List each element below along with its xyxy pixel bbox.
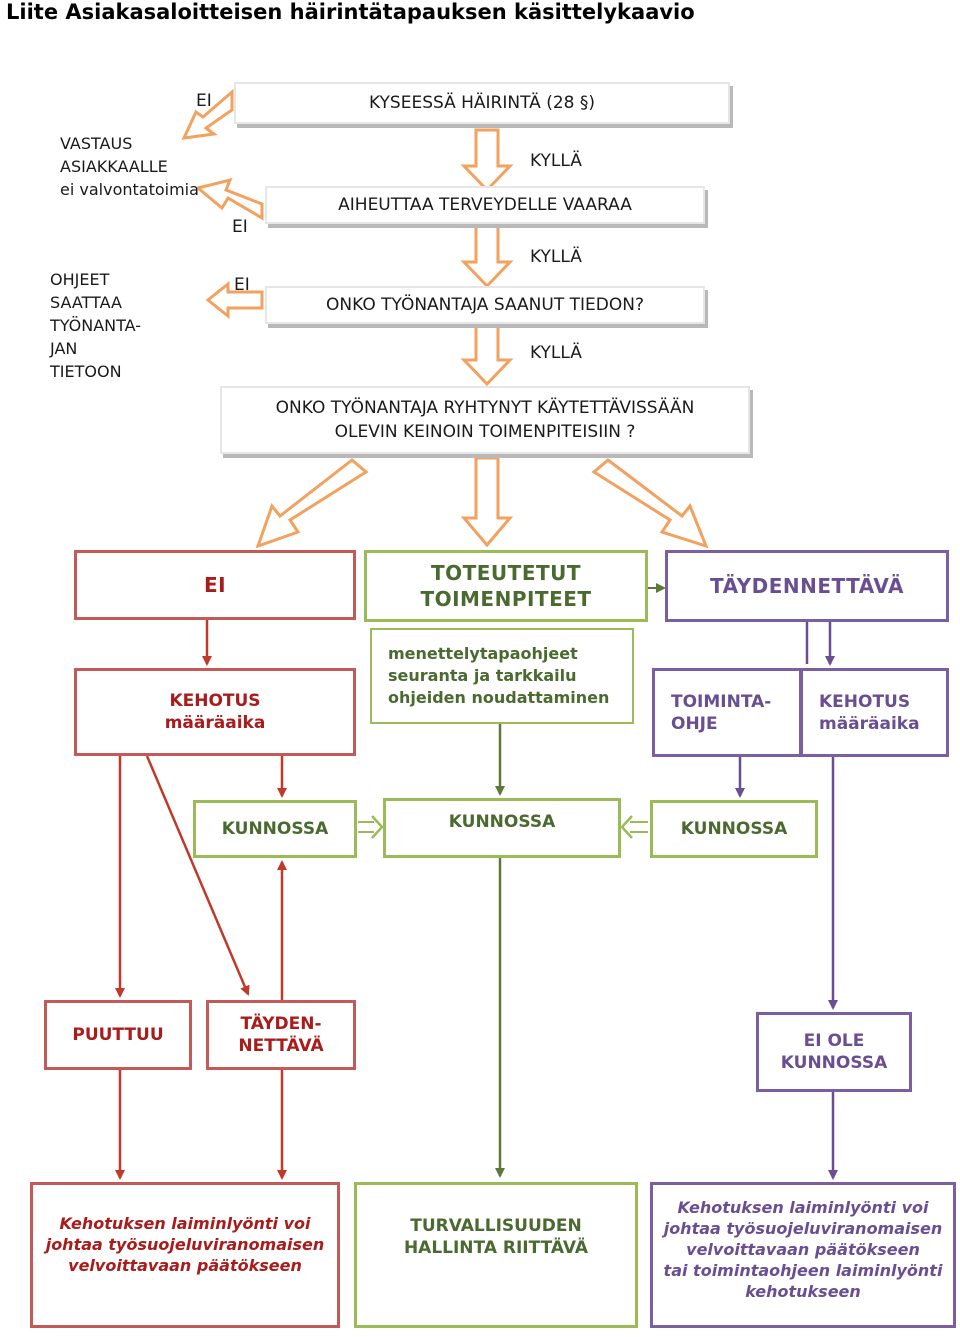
notice-red-line1: KEHOTUS [169, 691, 261, 711]
supplement-red-line2: NETTÄVÄ [238, 1036, 324, 1056]
question-employer-informed: ONKO TYÖNANTAJA SAANUT TIEDON? [265, 286, 705, 324]
outcome-left: Kehotuksen laiminlyönti voi johtaa työsu… [30, 1182, 340, 1328]
arrow-no-2 [194, 177, 264, 221]
label-no-3: EI [234, 275, 250, 295]
ok-box-mid: KUNNOSSA [383, 798, 621, 858]
arrow-yes-3 [460, 323, 514, 387]
question-employer-action-line1: ONKO TYÖNANTAJA RYHTYNYT KÄYTETTÄVISSÄÄN [275, 398, 695, 418]
not-ok-line2: KUNNOSSA [780, 1053, 888, 1073]
not-ok-box: EI OLE KUNNOSSA [756, 1012, 912, 1092]
branch-no: EI [74, 550, 356, 620]
outcome-mid-line1: TURVALLISUUDEN [410, 1216, 582, 1236]
ok-left-label: KUNNOSSA [221, 819, 329, 839]
supplement-red-box: TÄYDEN- NETTÄVÄ [206, 1000, 356, 1070]
label-no-1: EI [196, 91, 212, 111]
double-arrow-right [620, 815, 648, 839]
outcome-mid: TURVALLISUUDEN HALLINTA RIITTÄVÄ [354, 1182, 638, 1328]
outcome-mid-line2: HALLINTA RIITTÄVÄ [403, 1238, 589, 1258]
branch-implemented-line1: TOTEUTETUT [430, 561, 582, 585]
note-reply-line1: VASTAUS [60, 134, 133, 153]
branch-implemented: TOTEUTETUT TOIMENPITEET [364, 550, 648, 622]
branch-implemented-line2: TOIMENPITEET [420, 587, 592, 611]
arrow-branch-left [255, 458, 369, 549]
missing-box: PUUTTUU [44, 1000, 192, 1070]
outcome-right-line2: johtaa työsuojeluviranomaisen [663, 1219, 943, 1238]
note-instructions: OHJEET SAATTAA TYÖNANTA- JAN TIETOON [50, 268, 141, 383]
double-arrow-left [358, 815, 384, 839]
page-title: Liite Asiakasaloitteisen häirintätapauks… [6, 0, 695, 24]
not-ok-line1: EI OLE [803, 1031, 865, 1051]
label-yes-1: KYLLÄ [530, 151, 582, 171]
notice-deadline-red: KEHOTUS määräaika [74, 668, 356, 756]
notice-purple-line2: määräaika [819, 713, 920, 734]
question-employer-action: ONKO TYÖNANTAJA RYHTYNYT KÄYTETTÄVISSÄÄN… [220, 386, 750, 454]
outcome-right-line5: kehotukseen [745, 1282, 861, 1301]
procedures-line3: ohjeiden noudattaminen [388, 688, 610, 707]
arrow-branch-right [591, 458, 709, 549]
outcome-left-line2: johtaa työsuojeluviranomaisen [45, 1235, 325, 1254]
ok-mid-label: KUNNOSSA [448, 812, 556, 832]
question-harassment: KYSEESSÄ HÄIRINTÄ (28 §) [234, 82, 730, 124]
label-no-2: EI [232, 217, 248, 237]
note-instr-line3: TYÖNANTA- [50, 316, 142, 335]
outcome-right-line4: tai toimintaohjeen laiminlyönti [663, 1261, 943, 1280]
outcome-right: Kehotuksen laiminlyönti voi johtaa työsu… [650, 1182, 956, 1328]
question-health-danger: AIHEUTTAA TERVEYDELLE VAARAA [265, 186, 705, 224]
note-reply-line3: ei valvontatoimia [60, 180, 199, 199]
branch-supplement: TÄYDENNETTÄVÄ [665, 550, 949, 622]
note-reply-line2: ASIAKKAALLE [60, 157, 168, 176]
arrow-no-1 [181, 88, 234, 140]
notice-purple-line1: KEHOTUS [819, 691, 911, 712]
branch-supplement-label: TÄYDENNETTÄVÄ [710, 574, 904, 598]
notice-red-line2: määräaika [164, 713, 266, 733]
arrow-branch-mid [460, 456, 514, 548]
arrow-no-3 [205, 280, 264, 320]
notice-deadline-purple: KEHOTUS määräaika [800, 668, 949, 757]
note-reply-to-client: VASTAUS ASIAKKAALLE ei valvontatoimia [60, 132, 199, 201]
label-yes-3: KYLLÄ [530, 343, 582, 363]
missing-label: PUUTTUU [72, 1025, 164, 1045]
arrow-yes-1 [460, 128, 514, 193]
instruction-line1: TOIMINTA- [671, 691, 772, 712]
procedures-line2: seuranta ja tarkkailu [388, 666, 577, 685]
procedures-box: menettelytapaohjeet seuranta ja tarkkail… [370, 628, 634, 724]
label-yes-2: KYLLÄ [530, 247, 582, 267]
instruction-line2: OHJE [671, 713, 718, 734]
instruction-box: TOIMINTA- OHJE [652, 668, 802, 757]
branch-no-label: EI [203, 573, 227, 597]
note-instr-line4: JAN [50, 339, 78, 358]
outcome-right-line3: velvoittavaan päätökseen [686, 1240, 920, 1259]
question-employer-action-line2: OLEVIN KEINOIN TOIMENPITEISIIN ? [334, 422, 636, 442]
arrow-yes-2 [460, 224, 514, 289]
note-instr-line5: TIETOON [50, 362, 122, 381]
ok-box-right: KUNNOSSA [650, 800, 818, 858]
ok-box-left: KUNNOSSA [193, 800, 357, 858]
note-instr-line2: SAATTAA [50, 293, 122, 312]
ok-right-label: KUNNOSSA [680, 819, 788, 839]
supplement-red-line1: TÄYDEN- [240, 1014, 322, 1034]
outcome-left-line1: Kehotuksen laiminlyönti voi [59, 1214, 311, 1233]
note-instr-line1: OHJEET [50, 270, 110, 289]
outcome-right-line1: Kehotuksen laiminlyönti voi [677, 1198, 929, 1217]
outcome-left-line3: velvoittavaan päätökseen [68, 1256, 302, 1275]
procedures-line1: menettelytapaohjeet [388, 644, 578, 663]
